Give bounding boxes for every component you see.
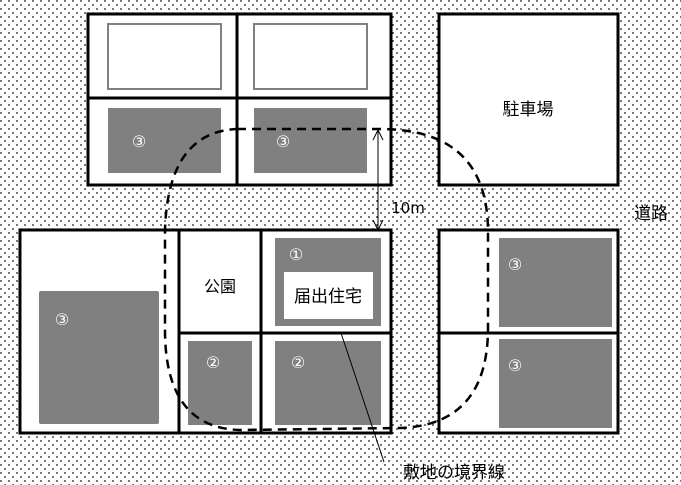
building-3-right-bottom [499,339,612,428]
arrow-head-up-icon [372,128,384,141]
empty-building-top-right [253,23,368,90]
marker-2: ② [206,353,220,372]
road-label: 道路 [634,204,668,224]
parking-label: 駐車場 [503,100,554,120]
parking-lot [437,12,620,187]
building-3-top-left [108,108,221,173]
distance-arrow [372,128,384,232]
building-3-bottom-left [39,291,159,424]
building-3-right-top [499,238,612,327]
registered-house-label-box [284,272,373,319]
top-lot-block [86,12,393,187]
park-label: 公園 [204,277,236,296]
empty-building-top-left [107,23,222,90]
marker-2: ② [291,353,305,372]
marker-3: ③ [508,356,522,375]
marker-3: ③ [55,310,69,329]
building-3-top-right [254,108,367,173]
bottom-left-lot-block [18,228,393,435]
building-2-large [275,341,381,425]
marker-3: ③ [132,132,146,151]
marker-3: ③ [508,255,522,274]
boundary-label: 敷地の境界線 [403,463,505,483]
registered-house-label: 届出住宅 [294,287,362,307]
arrow-head-down-icon [372,219,384,232]
building-2-small [188,341,252,425]
10m-radius-dashed-line [163,127,490,432]
boundary-leader-line [340,332,385,463]
marker-1: ① [289,245,303,264]
parking-outline [437,12,620,187]
marker-3: ③ [276,132,290,151]
bottom-right-lot-block [437,228,620,435]
distance-label: 10m [391,199,425,217]
